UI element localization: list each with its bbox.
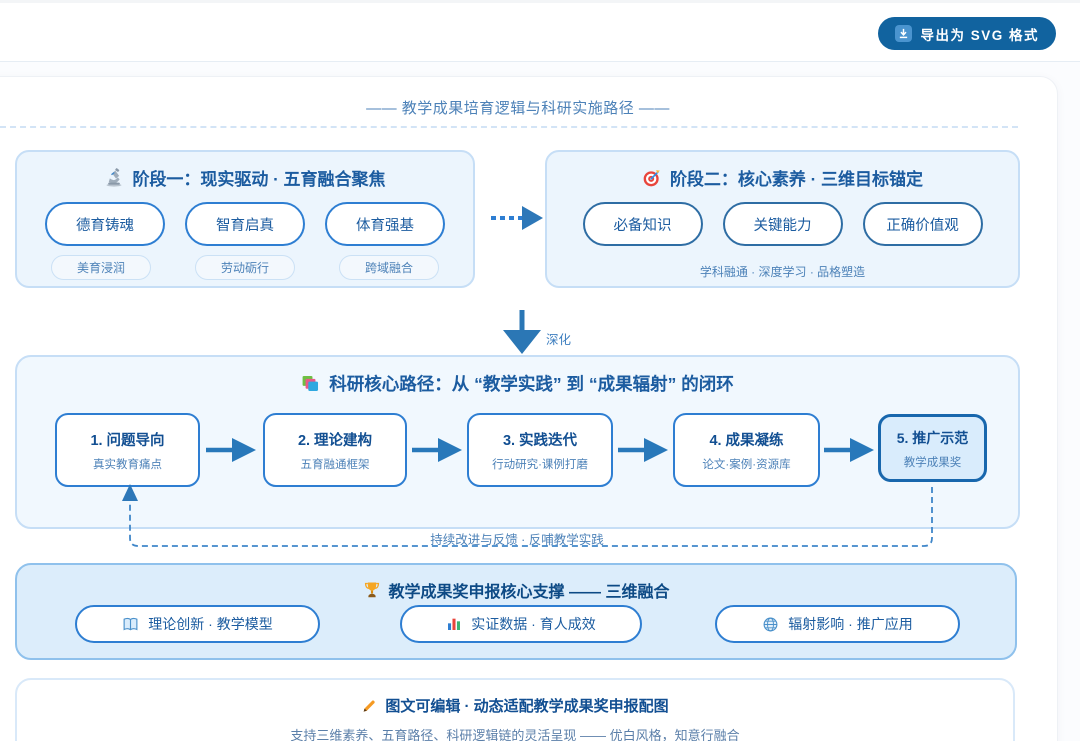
stage-pill: 必备知识 [582, 202, 703, 246]
trophy-icon [363, 581, 381, 599]
step-box: 3. 实践迭代 行动研究·课例打磨 [467, 413, 613, 487]
bar-chart-icon [446, 616, 462, 632]
stage-one-box: 阶段一：现实驱动 · 五育融合聚焦 德育铸魂 智育启真 体育强基 美育浸润 劳动… [15, 150, 475, 288]
stage-two-box: 阶段二：核心素养 · 三维目标锚定 必备知识 关键能力 正确价值观 学科融通 ·… [545, 150, 1020, 288]
books-icon [301, 374, 320, 393]
step-title: 5. 推广示范 [896, 430, 969, 446]
diagram-title: —— 教学成果培育逻辑与科研实施路径 —— [366, 100, 670, 117]
target-icon [642, 168, 662, 188]
footer-note-title: 图文可编辑 · 动态适配教学成果奖申报配图 [385, 698, 669, 715]
stage-pill: 德育铸魂 [45, 202, 165, 246]
step-subtitle: 行动研究·课例打磨 [492, 459, 588, 471]
research-path-title: 科研核心路径：从 “教学实践” 到 “成果辐射” 的闭环 [329, 374, 734, 394]
stage-subpill: 劳动砺行 [195, 255, 295, 280]
export-svg-label: 导出为 SVG 格式 [920, 27, 1039, 43]
stage-subpill: 美育浸润 [51, 255, 151, 280]
support-pill-label: 理论创新 · 教学模型 [148, 616, 273, 632]
support-pill: 实证数据 · 育人成效 [400, 605, 642, 643]
support-pill-label: 实证数据 · 育人成效 [471, 616, 596, 632]
step-box: 4. 成果凝练 论文·案例·资源库 [673, 413, 820, 487]
book-icon [122, 616, 139, 633]
support-pill: 理论创新 · 教学模型 [75, 605, 320, 643]
step-box: 2. 理论建构 五育融通框架 [263, 413, 407, 487]
support-pill-label: 辐射影响 · 推广应用 [788, 616, 913, 632]
step-subtitle: 教学成果奖 [903, 457, 962, 469]
step-subtitle: 五育融通框架 [300, 459, 370, 471]
step-box: 1. 问题导向 真实教育痛点 [55, 413, 200, 487]
feedback-label: 持续改进与反馈 · 反哺教学实践 [430, 533, 604, 547]
globe-icon [762, 616, 779, 633]
stage-pill: 关键能力 [722, 202, 843, 246]
dashed-separator [0, 126, 1018, 128]
pencil-icon [361, 698, 377, 714]
stage-pill: 体育强基 [325, 202, 445, 246]
stage-subpill: 跨域融合 [339, 255, 439, 280]
step-title: 4. 成果凝练 [709, 433, 784, 449]
stage-pill: 正确价值观 [862, 202, 983, 246]
stage-one-title: 阶段一：现实驱动 · 五育融合聚焦 [132, 170, 386, 189]
stage-pill: 智育启真 [185, 202, 305, 246]
step-title: 3. 实践迭代 [502, 433, 578, 449]
support-title: 教学成果奖申报核心支撑 —— 三维融合 [388, 584, 670, 601]
step-title: 1. 问题导向 [90, 433, 165, 449]
support-pill: 辐射影响 · 推广应用 [715, 605, 960, 643]
step-subtitle: 真实教育痛点 [93, 459, 162, 471]
stage-two-title: 阶段二：核心素养 · 三维目标锚定 [669, 170, 924, 189]
footer-note-box: 图文可编辑 · 动态适配教学成果奖申报配图 支持三维素养、五育路径、科研逻辑链的… [15, 678, 1015, 741]
footer-note-subtitle: 支持三维素养、五育路径、科研逻辑链的灵活呈现 —— 优白风格，知意行融合 [290, 728, 740, 741]
step-title: 2. 理论建构 [297, 433, 373, 449]
step-subtitle: 论文·案例·资源库 [702, 459, 791, 471]
deepen-label: 深化 [546, 333, 572, 347]
download-icon [895, 25, 913, 42]
microscope-icon [104, 167, 124, 188]
stage-two-footer: 学科融通 · 深度学习 · 品格塑造 [699, 265, 866, 279]
export-svg-button[interactable]: 导出为 SVG 格式 [878, 17, 1056, 50]
step-box-highlight: 5. 推广示范 教学成果奖 [878, 414, 987, 482]
